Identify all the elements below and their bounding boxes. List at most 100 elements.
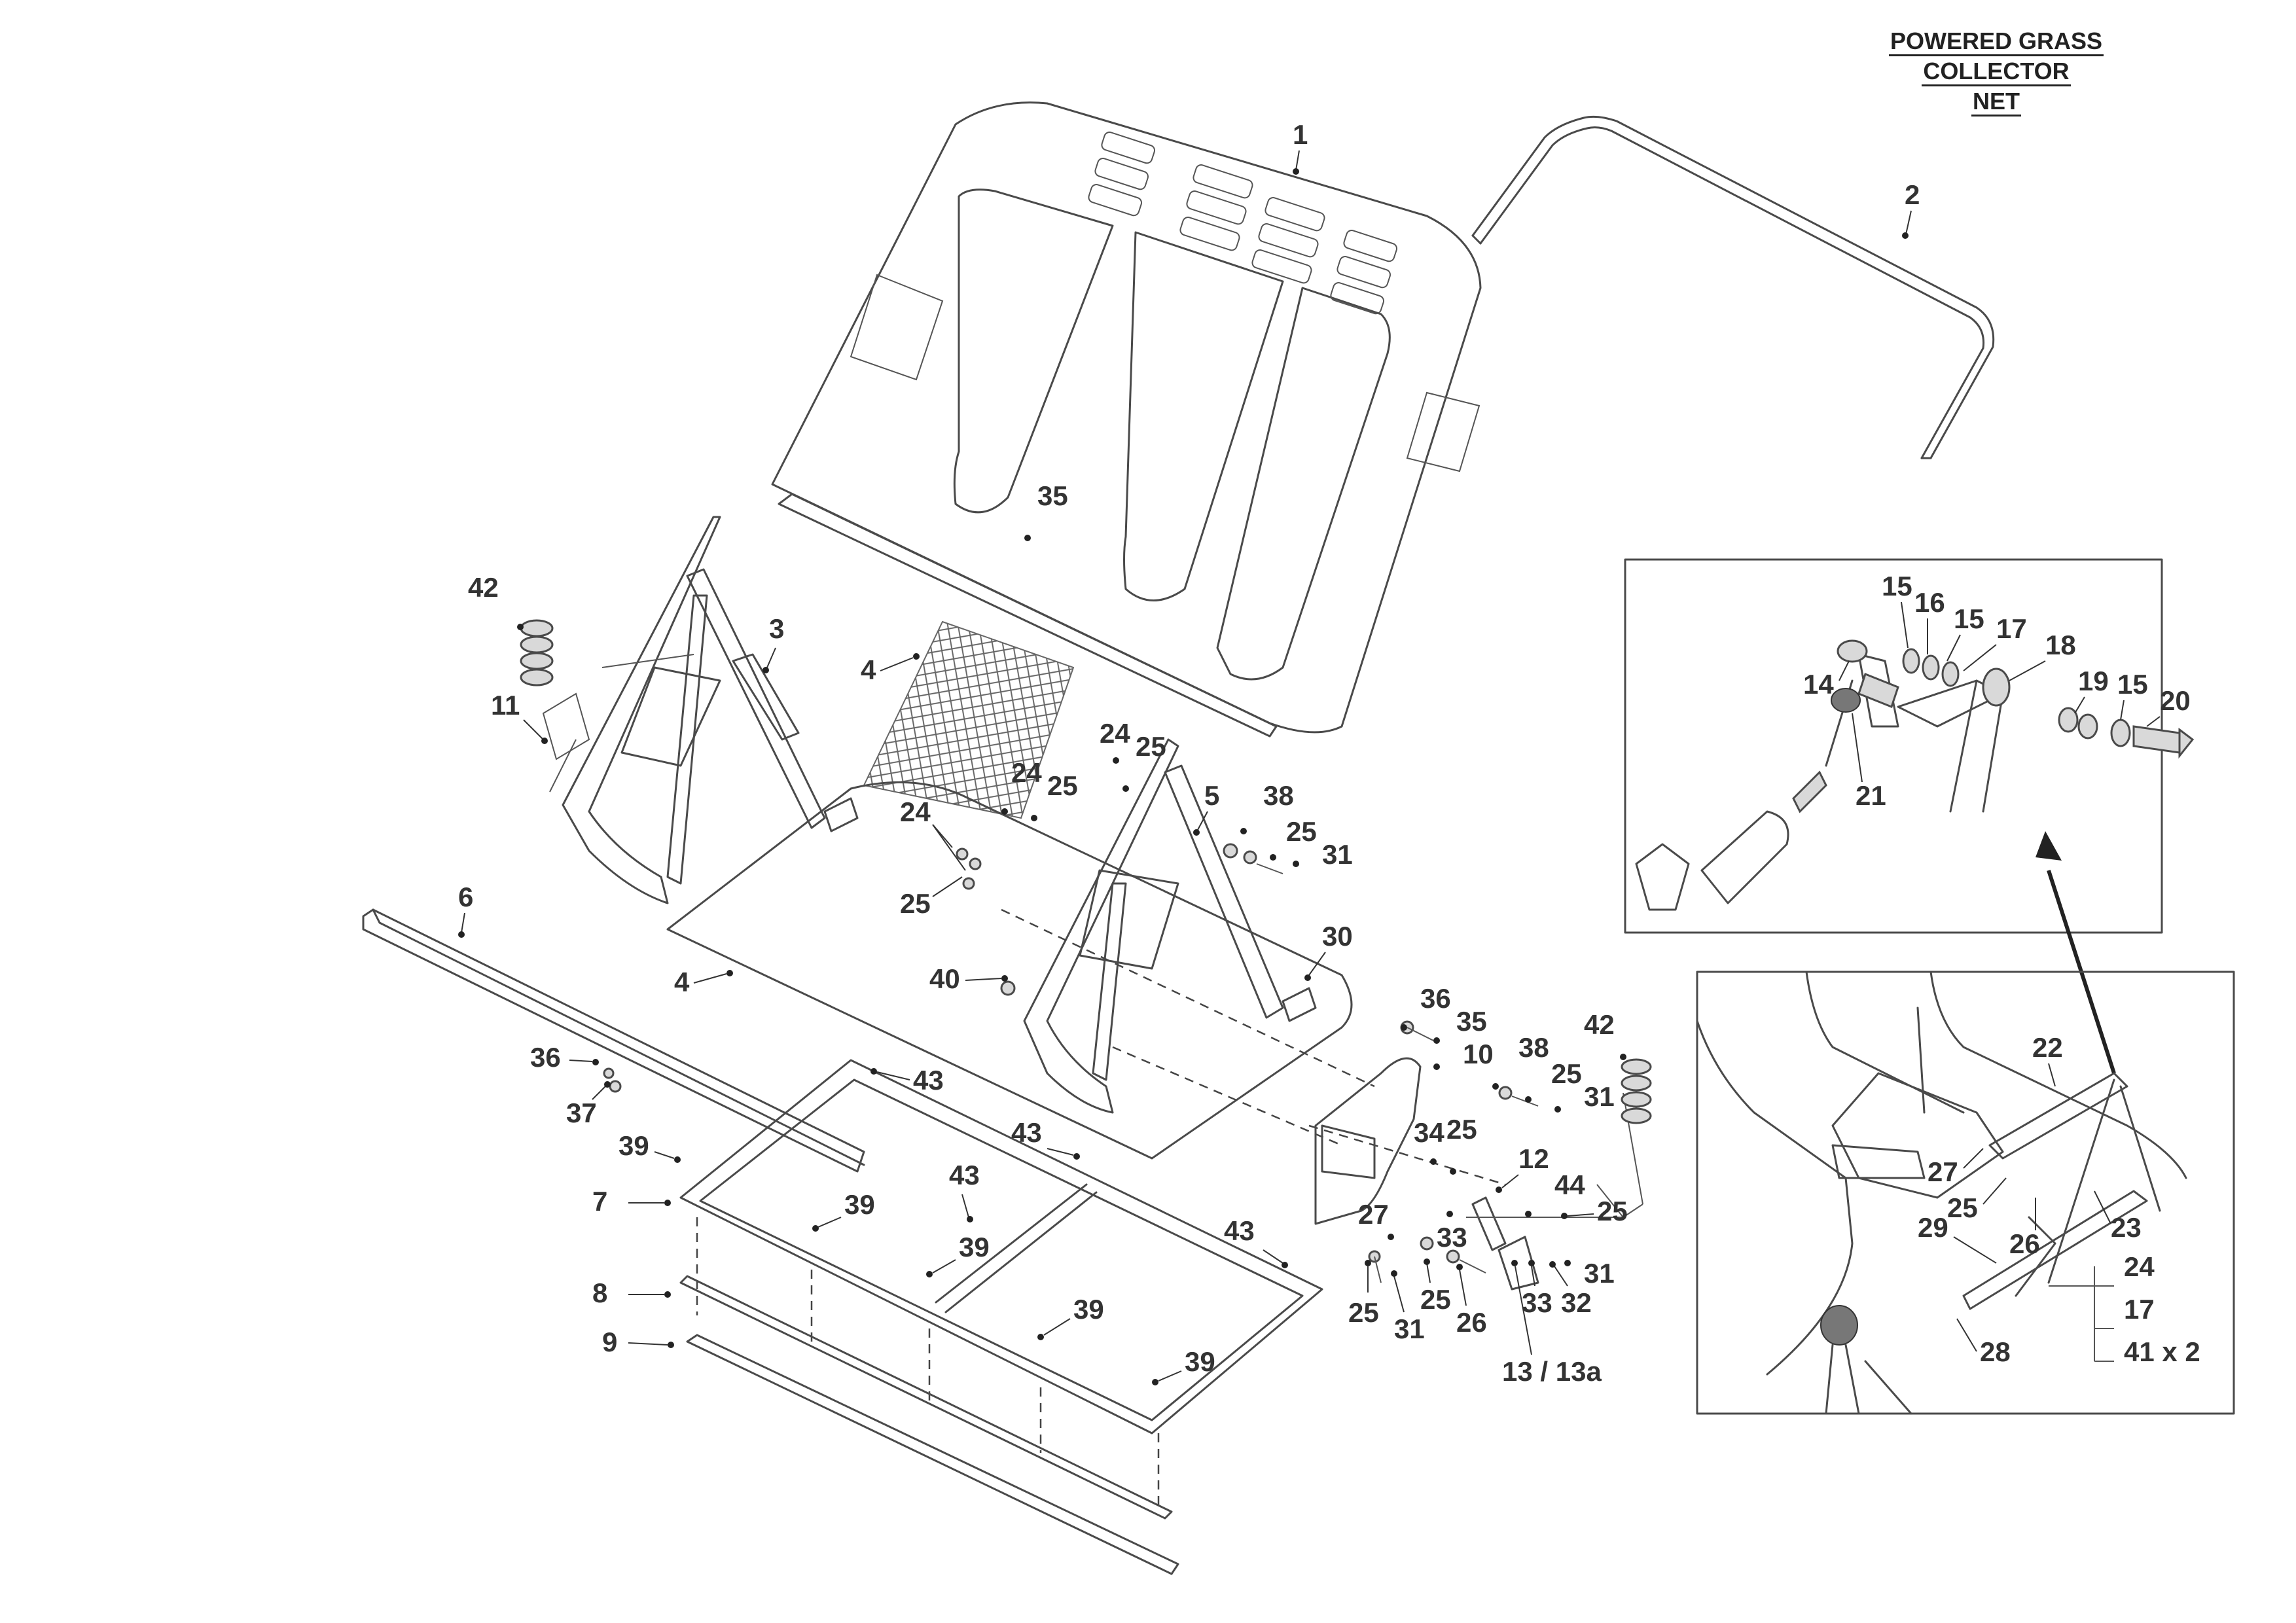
svg-text:31: 31 (1322, 839, 1353, 870)
inset-lever-detail (1696, 971, 2235, 1415)
part-7-base-frame (679, 908, 1506, 1505)
callout-25-h: 25 (1348, 1260, 1379, 1328)
callout-39-a: 39 (619, 1130, 681, 1163)
callout-35-b: 35 (1433, 1006, 1487, 1044)
svg-text:11: 11 (491, 690, 520, 721)
svg-text:35: 35 (1456, 1006, 1487, 1037)
svg-text:24: 24 (2124, 1251, 2155, 1282)
svg-text:14: 14 (1803, 669, 1834, 700)
inset-callout-22: 22 (2032, 1032, 2063, 1087)
callout-13-13a: 13 / 13a (1502, 1260, 1602, 1387)
callout-12: 12 (1496, 1143, 1549, 1193)
callouts-main: 1 2 35 42 3 11 4 24 25 24 25 5 38 25 31 … (458, 119, 1920, 1387)
callout-11: 11 (491, 690, 548, 744)
callout-30: 30 (1304, 921, 1353, 981)
inset-callout-14: 14 (1803, 660, 1850, 700)
callout-9: 9 (602, 1327, 674, 1357)
inset-callout-27: 27 (1928, 1148, 1984, 1187)
diagram-title: POWERED GRASS COLLECTOR NET (1872, 26, 2121, 116)
callouts-inset-top: 15 16 15 17 18 14 19 15 20 21 (1803, 571, 2191, 811)
svg-text:44: 44 (1554, 1169, 1585, 1200)
part-8-strip (679, 1275, 1173, 1520)
inset-callout-15-b: 15 (1946, 603, 1984, 662)
svg-text:34: 34 (1414, 1117, 1444, 1148)
svg-text:1: 1 (1293, 119, 1308, 150)
callout-1: 1 (1293, 119, 1308, 175)
svg-text:22: 22 (2032, 1032, 2063, 1063)
svg-text:28: 28 (1980, 1336, 2011, 1367)
svg-text:27: 27 (1928, 1156, 1958, 1187)
svg-text:43: 43 (1224, 1215, 1255, 1246)
svg-text:36: 36 (530, 1042, 561, 1073)
callout-31-a: 31 (1293, 839, 1353, 870)
callout-4-panel: 4 (674, 967, 733, 997)
callout-7: 7 (592, 1186, 671, 1217)
svg-text:5: 5 (1204, 780, 1219, 811)
callout-25-b: 25 (1031, 770, 1078, 821)
callout-24-c: 24 (900, 796, 966, 871)
svg-text:25: 25 (900, 888, 931, 919)
svg-text:39: 39 (1185, 1346, 1215, 1377)
inset-callout-16: 16 (1914, 587, 1945, 654)
callout-24-b: 24 (1001, 757, 1042, 815)
callout-35: 35 (1024, 480, 1068, 541)
inset-callout-15-a: 15 (1882, 571, 1912, 649)
svg-text:31: 31 (1584, 1081, 1615, 1112)
svg-text:30: 30 (1322, 921, 1353, 952)
svg-text:39: 39 (844, 1189, 875, 1220)
callout-4-net: 4 (861, 653, 920, 685)
part-3-left-frame (542, 516, 859, 904)
callout-34: 34 (1414, 1117, 1444, 1165)
spring-bumper-left (520, 619, 554, 687)
callout-38-a: 38 (1240, 780, 1294, 834)
svg-text:42: 42 (1584, 1009, 1615, 1040)
part-4-net-and-panel (666, 620, 1353, 1160)
inset-callout-15-c: 15 (2117, 669, 2148, 721)
inset-callout-18: 18 (2009, 630, 2076, 681)
svg-text:4: 4 (674, 967, 690, 997)
svg-text:33: 33 (1437, 1222, 1467, 1253)
callout-39-c: 39 (926, 1232, 990, 1277)
callout-3: 3 (762, 613, 784, 673)
callout-39-d: 39 (1037, 1294, 1104, 1340)
callout-24-a: 24 (1100, 718, 1130, 764)
svg-text:3: 3 (769, 613, 784, 644)
callout-5: 5 (1193, 780, 1219, 836)
title-line-3: NET (1872, 86, 2121, 116)
part-5-right-frame (1023, 738, 1317, 1114)
title-line-1: POWERED GRASS (1872, 26, 2121, 56)
inset-callout-17: 17 (2124, 1294, 2155, 1325)
svg-text:16: 16 (1914, 587, 1945, 618)
inset-bearing-detail (1624, 558, 2195, 934)
svg-text:25: 25 (1348, 1297, 1379, 1328)
svg-text:29: 29 (1918, 1212, 1948, 1243)
svg-text:26: 26 (1456, 1307, 1487, 1338)
callout-10: 10 (1433, 1039, 1494, 1070)
svg-text:40: 40 (929, 963, 960, 994)
callout-33-b: 33 (1522, 1260, 1552, 1318)
callout-43-b: 43 (1011, 1117, 1080, 1160)
callout-43-d: 43 (1224, 1215, 1288, 1268)
part-1-top-cover (771, 101, 1482, 738)
svg-text:25: 25 (1446, 1114, 1477, 1145)
callout-42-b: 42 (1584, 1009, 1626, 1060)
svg-text:20: 20 (2160, 685, 2191, 716)
svg-text:25: 25 (1947, 1192, 1978, 1223)
callouts-inset-bottom: 22 27 25 29 26 23 24 17 41 x 2 28 (1918, 1032, 2200, 1367)
part-9-strip (686, 1334, 1179, 1575)
cover-vent-slots (1088, 132, 1398, 315)
callout-25-d: 25 (900, 876, 963, 919)
svg-text:23: 23 (2111, 1212, 2142, 1243)
callout-6: 6 (458, 882, 473, 938)
fasteners (520, 619, 1652, 1283)
callout-38-b: 38 (1492, 1032, 1549, 1090)
svg-text:39: 39 (959, 1232, 990, 1262)
callout-8: 8 (592, 1277, 671, 1308)
part-2-handle-bar (1471, 115, 1995, 459)
svg-text:15: 15 (1882, 571, 1912, 601)
callout-2: 2 (1902, 179, 1920, 239)
svg-text:43: 43 (913, 1065, 944, 1096)
callout-25-g: 25 (1561, 1196, 1628, 1226)
svg-text:33: 33 (1522, 1287, 1552, 1318)
svg-text:32: 32 (1561, 1287, 1592, 1318)
